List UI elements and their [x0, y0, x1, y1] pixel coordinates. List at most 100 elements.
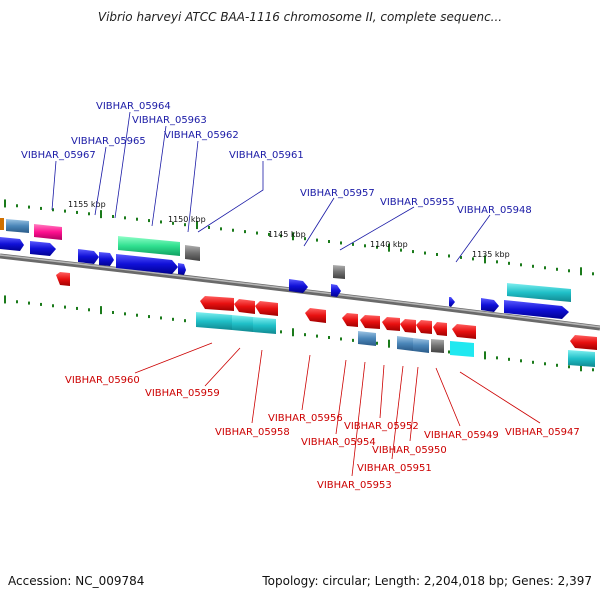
scale-tick: [316, 334, 318, 338]
map-title: Vibrio harveyi ATCC BAA-1116 chromosome …: [97, 10, 503, 24]
gene-feature[interactable]: [30, 241, 56, 256]
gene-feature[interactable]: [116, 254, 178, 274]
gene-label[interactable]: VIBHAR_05955: [380, 197, 455, 208]
gene-feature[interactable]: [232, 315, 253, 332]
scale-tick: [136, 313, 138, 317]
gene-label[interactable]: VIBHAR_05959: [145, 388, 220, 399]
gene-feature[interactable]: [289, 279, 308, 293]
gene-label[interactable]: VIBHAR_05957: [300, 188, 375, 199]
scale-tick: [160, 316, 162, 320]
gene-feature[interactable]: [433, 322, 447, 336]
scale-tick: [400, 248, 402, 252]
gene-feature[interactable]: [200, 296, 234, 311]
scale-tick: [100, 210, 102, 219]
scale-tick: [520, 359, 522, 363]
scale-tick: [148, 219, 150, 223]
scale-tick: [304, 333, 306, 337]
gene-feature[interactable]: [0, 218, 4, 230]
gene-label[interactable]: VIBHAR_05950: [372, 445, 447, 456]
scale-tick: [160, 220, 162, 224]
scale-tick: [568, 269, 570, 273]
gene-label[interactable]: VIBHAR_05960: [65, 375, 140, 386]
gene-feature[interactable]: [255, 301, 278, 316]
scale-tick: [4, 295, 6, 304]
gene-feature[interactable]: [118, 236, 180, 256]
gene-feature[interactable]: [333, 265, 345, 279]
gene-label[interactable]: VIBHAR_05962: [164, 130, 239, 141]
gene-feature[interactable]: [450, 341, 474, 357]
gene-label[interactable]: VIBHAR_05948: [457, 205, 532, 216]
gene-feature[interactable]: [342, 313, 358, 327]
gene-label[interactable]: VIBHAR_05949: [424, 430, 499, 441]
scale-tick: [52, 208, 54, 212]
scale-tick: [172, 317, 174, 321]
gene-label[interactable]: VIBHAR_05952: [344, 421, 419, 432]
scale-tick: [592, 368, 594, 372]
gene-feature[interactable]: [452, 324, 476, 339]
scale-tick: [40, 302, 42, 306]
scale-tick: [556, 363, 558, 367]
gene-feature[interactable]: [0, 237, 24, 251]
scale-tick: [376, 341, 378, 345]
scale-tick: [304, 237, 306, 241]
gene-feature[interactable]: [78, 249, 99, 264]
scale-tick: [280, 234, 282, 238]
gene-feature[interactable]: [253, 317, 276, 334]
gene-label[interactable]: VIBHAR_05967: [21, 150, 96, 161]
gene-feature[interactable]: [504, 300, 569, 319]
gene-feature[interactable]: [413, 338, 429, 353]
scale-tick: [76, 210, 78, 214]
gene-feature[interactable]: [34, 224, 62, 240]
gene-feature[interactable]: [56, 272, 70, 286]
scale-tick: [448, 350, 450, 354]
scale-tick: [268, 232, 270, 236]
scale-tick: [136, 217, 138, 221]
gene-label[interactable]: VIBHAR_05958: [215, 427, 290, 438]
gene-feature[interactable]: [305, 308, 326, 323]
gene-label[interactable]: VIBHAR_05956: [268, 413, 343, 424]
gene-feature[interactable]: [6, 219, 29, 233]
topology-text: Topology: circular; Length: 2,204,018 bp…: [262, 574, 592, 588]
gene-label[interactable]: VIBHAR_05961: [229, 150, 304, 161]
lower-gene-track: [196, 296, 597, 367]
gene-feature[interactable]: [481, 298, 499, 312]
gene-feature[interactable]: [358, 331, 376, 346]
gene-feature[interactable]: [185, 245, 200, 261]
gene-label[interactable]: VIBHAR_05963: [132, 115, 207, 126]
gene-feature[interactable]: [400, 319, 416, 333]
gene-feature[interactable]: [397, 336, 413, 351]
gene-feature[interactable]: [568, 350, 595, 367]
gene-feature[interactable]: [331, 284, 341, 297]
gene-feature[interactable]: [234, 299, 255, 314]
lower-gene-labels: VIBHAR_05960 VIBHAR_05959 VIBHAR_05958 V…: [65, 342, 580, 491]
gene-feature[interactable]: [570, 335, 597, 350]
scale-tick: [328, 336, 330, 340]
gene-feature[interactable]: [416, 320, 432, 334]
scale-tick: [580, 267, 582, 276]
gene-feature[interactable]: [507, 283, 571, 302]
gene-label[interactable]: VIBHAR_05965: [71, 136, 146, 147]
gene-feature[interactable]: [99, 252, 114, 266]
gene-label[interactable]: VIBHAR_05951: [357, 463, 432, 474]
gene-feature[interactable]: [360, 315, 380, 329]
gene-label[interactable]: VIBHAR_05953: [317, 480, 392, 491]
scale-tick: [64, 305, 66, 309]
scale-tick: [352, 242, 354, 246]
scale-tick: [196, 221, 198, 230]
scale-tick: [472, 257, 474, 261]
gene-feature[interactable]: [196, 312, 232, 330]
gene-feature[interactable]: [382, 317, 400, 331]
scale-tick: [112, 214, 114, 218]
gene-label[interactable]: VIBHAR_05947: [505, 427, 580, 438]
gene-feature[interactable]: [431, 339, 444, 353]
scale-tick: [16, 300, 18, 304]
scale-tick: [148, 315, 150, 319]
scale-tick: [508, 357, 510, 361]
gene-feature[interactable]: [178, 263, 186, 275]
scale-tick: [496, 260, 498, 264]
gene-label[interactable]: VIBHAR_05954: [301, 437, 376, 448]
gene-feature[interactable]: [449, 297, 455, 307]
gene-label[interactable]: VIBHAR_05964: [96, 101, 171, 112]
scale-tick: [544, 362, 546, 366]
